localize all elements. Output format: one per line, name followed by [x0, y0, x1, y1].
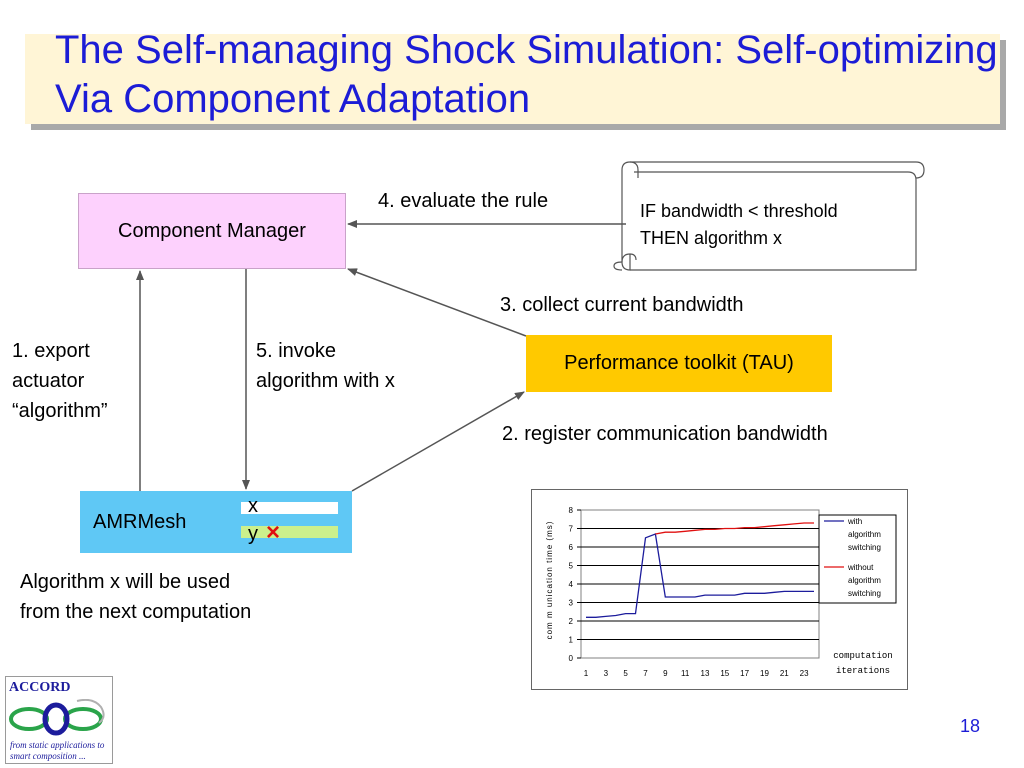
logo-tagline-line2: smart composition ... [10, 751, 86, 761]
component-manager-label: Component Manager [118, 219, 306, 242]
x-tick-label: 1 [584, 669, 589, 678]
amrmesh-label: AMRMesh [93, 511, 187, 533]
step1-line3: “algorithm” [12, 400, 108, 422]
step3-label: 3. collect current bandwidth [500, 294, 744, 316]
rule-line-then: THEN algorithm x [640, 228, 783, 248]
chart-canvas: com m unication time (ms) computation it… [545, 506, 897, 678]
component-manager-box: Component Manager [78, 193, 346, 269]
series-line-1 [655, 522, 814, 535]
step4-label: 4. evaluate the rule [378, 190, 549, 212]
step1-line2: actuator [12, 370, 85, 392]
x-axis-label-line2: iterations [836, 666, 890, 676]
y-tick-label: 6 [569, 543, 574, 552]
slide-title: The Self-managing Shock Simulation: Self… [55, 28, 998, 121]
y-tick-label: 2 [569, 617, 574, 626]
arrow-register-bandwidth [351, 391, 525, 492]
x-tick-label: 13 [701, 669, 710, 678]
x-axis-label-line1: computation [833, 651, 892, 661]
performance-toolkit-label: Performance toolkit (TAU) [564, 352, 794, 374]
x-tick-label: 3 [604, 669, 609, 678]
x-tick-label: 5 [623, 669, 628, 678]
x-tick-label: 15 [720, 669, 729, 678]
title-band [25, 34, 1000, 124]
y-tick-label: 5 [569, 562, 574, 571]
slot-x-label: x [248, 495, 258, 517]
note-line1: Algorithm x will be used [20, 571, 231, 593]
x-tick-label: 19 [760, 669, 769, 678]
logo-name: ACCORD [9, 680, 71, 695]
legend-label: with [847, 517, 862, 526]
chart-legend [818, 514, 897, 604]
legend-label: switching [848, 589, 881, 598]
step2-label: 2. register communication bandwidth [502, 423, 828, 445]
step5-label: 5. invoke algorithm with x [256, 336, 395, 396]
amrmesh-box: AMRMesh x y × [80, 491, 352, 553]
bandwidth-chart: com m unication time (ms) computation it… [531, 489, 908, 690]
logo-tagline: from static applications to smart compos… [10, 740, 112, 762]
legend-label: algorithm [848, 576, 881, 585]
accord-logo: ACCORD from static applications to smart… [5, 676, 113, 764]
y-tick-label: 7 [569, 525, 574, 534]
y-tick-label: 8 [569, 506, 574, 515]
x-tick-label: 7 [643, 669, 648, 678]
x-tick-label: 9 [663, 669, 668, 678]
rule-line-if: IF bandwidth < threshold [640, 201, 838, 221]
slot-x-bar [241, 502, 338, 514]
x-tick-label: 23 [800, 669, 809, 678]
logo-tagline-line1: from static applications to [10, 740, 105, 750]
slot-y-label: y [248, 523, 258, 545]
rule-scroll [613, 161, 925, 271]
y-tick-label: 0 [569, 654, 574, 663]
performance-toolkit-box: Performance toolkit (TAU) [526, 335, 832, 392]
slot-y-bar [241, 526, 338, 538]
legend-label: switching [848, 543, 881, 552]
note-line2: from the next computation [20, 601, 252, 623]
y-tick-label: 1 [569, 636, 574, 645]
x-tick-label: 21 [780, 669, 789, 678]
y-axis-label: com m unication time (ms) [545, 521, 554, 640]
logo-emblem-icon [9, 699, 105, 736]
algorithm-note: Algorithm x will be used from the next c… [20, 567, 251, 627]
rule-text: IF bandwidth < threshold THEN algorithm … [640, 198, 838, 252]
page-number: 18 [960, 716, 981, 736]
legend-label: algorithm [848, 530, 881, 539]
x-tick-label: 11 [681, 669, 690, 678]
step1-label: 1. export actuator “algorithm” [12, 336, 108, 426]
step1-line1: 1. export [12, 340, 90, 362]
step5-line2: algorithm with x [256, 370, 395, 392]
x-tick-label: 17 [740, 669, 749, 678]
step5-line1: 5. invoke [256, 340, 337, 362]
legend-label: without [847, 563, 874, 572]
y-tick-label: 4 [569, 580, 574, 589]
series-line-0 [586, 533, 814, 618]
y-tick-label: 3 [569, 599, 574, 608]
cross-icon: × [266, 519, 281, 546]
arrow-collect-bandwidth [347, 268, 527, 337]
